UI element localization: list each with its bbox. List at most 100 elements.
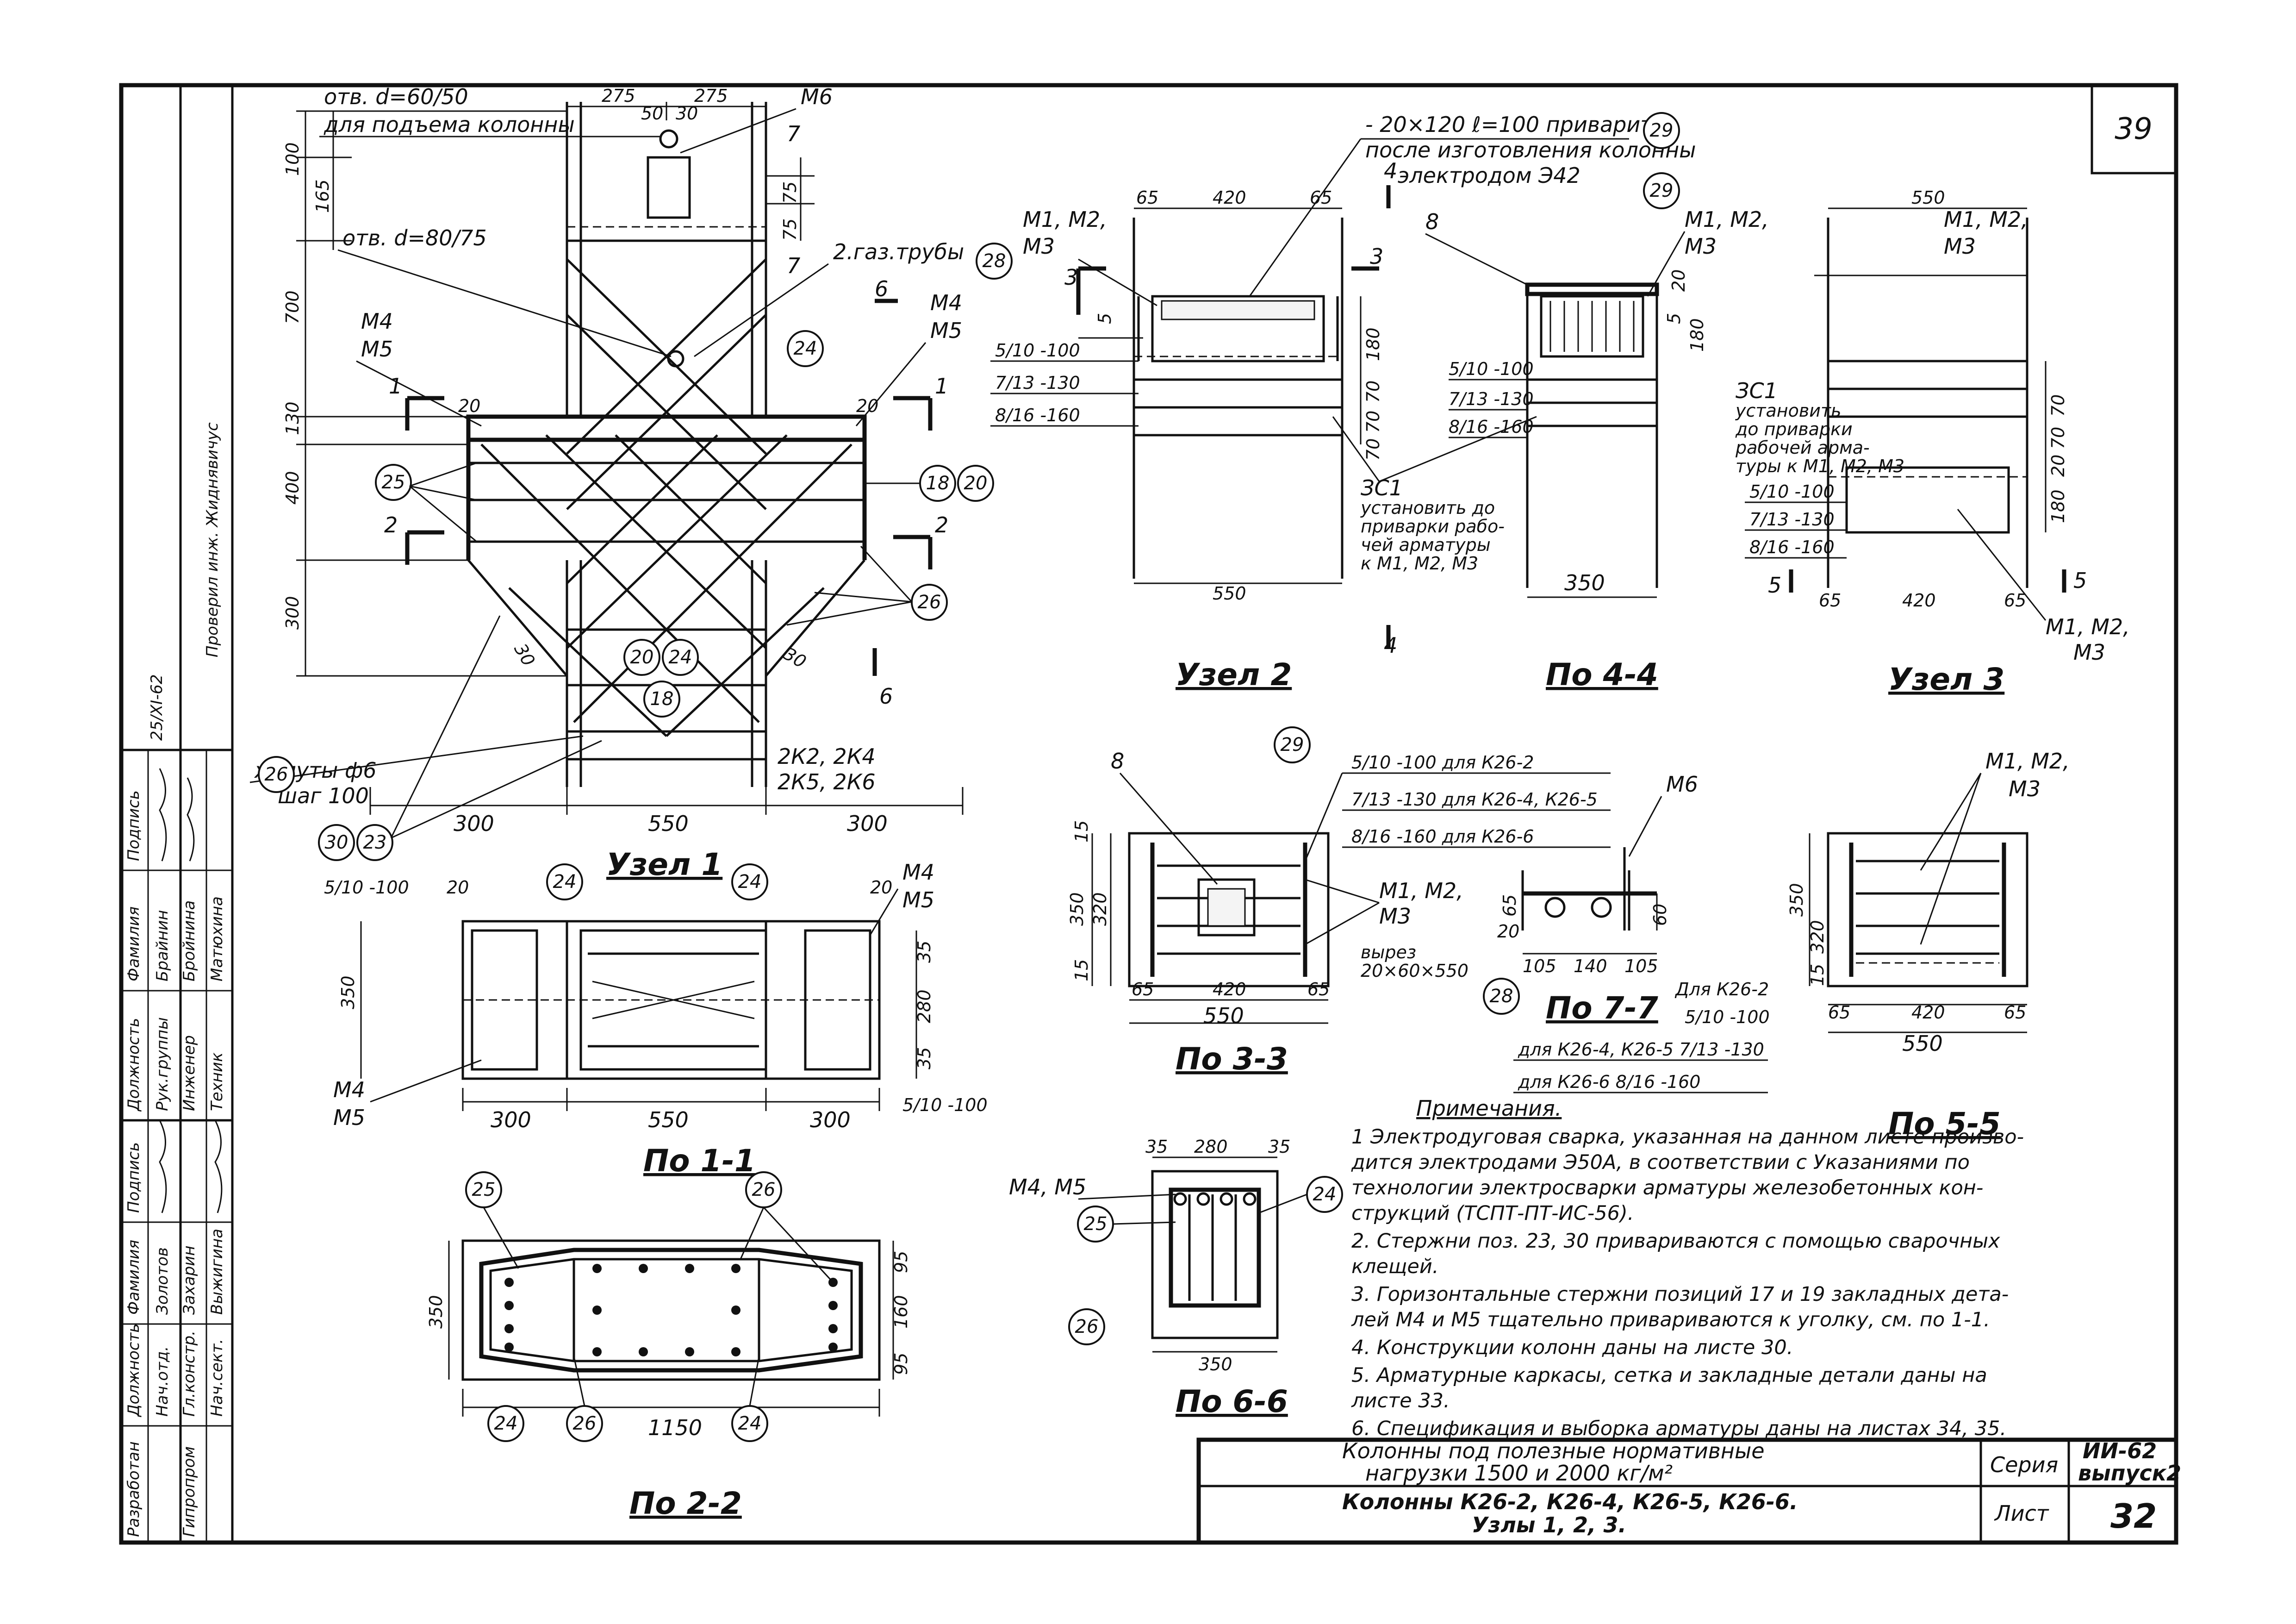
label-weld-1: - 20×120 ℓ=100 приварить xyxy=(1365,112,1665,137)
title-block xyxy=(1196,1437,2178,1545)
label-zs1: ЗС1 xyxy=(1361,475,1403,500)
dim-275: 275 xyxy=(602,86,635,106)
dim-350: 350 xyxy=(338,975,358,1009)
stirrup-100: 5/10 -100 xyxy=(1749,481,1835,502)
dim-320: 320 xyxy=(1090,892,1110,926)
label-8: 8 xyxy=(1425,209,1439,234)
po-5-5-plan xyxy=(1809,832,2028,1033)
section-mark-number: 3 xyxy=(1370,244,1383,269)
stirrup-160: 8/16 -160 xyxy=(1749,537,1835,557)
po-7-7-section xyxy=(1521,847,1658,955)
label-for-k26-2: Для К26-2 xyxy=(1674,979,1769,999)
title-line-1: Колонны под полезные нормативные xyxy=(1342,1438,1765,1463)
label-m3: М3 xyxy=(1685,234,1717,259)
dim-15: 15 xyxy=(1807,964,1828,986)
note-line: 6. Спецификация и выборка арматуры даны … xyxy=(1351,1417,2006,1440)
section-marks xyxy=(405,185,2066,676)
dim-70: 70 xyxy=(2048,427,2068,449)
label-for-k26-2-value: 5/10 -100 xyxy=(1685,1007,1770,1027)
title-line-4: Узлы 1, 2, 3. xyxy=(1472,1512,1626,1537)
stamp-role: Нач.сект. xyxy=(208,1339,226,1417)
po-4-4-section xyxy=(1525,282,1659,598)
callout-bubble: 24 xyxy=(787,330,824,367)
dim-95: 95 xyxy=(891,1353,911,1375)
stamp-role: Рук.группы xyxy=(153,1017,172,1111)
dim-350: 350 xyxy=(426,1295,446,1329)
dim-350: 350 xyxy=(1564,570,1605,595)
dim-300: 300 xyxy=(491,1107,531,1132)
issue-value: выпуск2 xyxy=(2078,1461,2181,1486)
note-line: 2. Стержни поз. 23, 30 привариваются с п… xyxy=(1351,1230,2000,1253)
stamp-side-label: Разработан xyxy=(124,1442,143,1537)
view-title-po-2-2: По 2-2 xyxy=(629,1486,742,1521)
callout-number: 24 xyxy=(494,1413,518,1434)
section-mark-number: 4 xyxy=(1384,158,1397,183)
stamp-surname: Захарин xyxy=(180,1246,199,1315)
callout-number: 28 xyxy=(1490,986,1513,1007)
stamp-role: Техник xyxy=(208,1052,226,1111)
view-title-po-5-5: По 5-5 xyxy=(1888,1106,2001,1142)
dim-180: 180 xyxy=(1687,318,1707,352)
section-mark-number: 3 xyxy=(1064,265,1078,290)
dim-30: 30 xyxy=(676,103,698,124)
callout-bubble: 24 xyxy=(731,863,768,900)
dim-65: 65 xyxy=(1132,979,1154,999)
callout-bubble: 24 xyxy=(1306,1176,1343,1213)
callout-bubble: 29 xyxy=(1274,726,1311,763)
dim-275: 275 xyxy=(694,86,728,106)
signature-scribble xyxy=(187,777,195,862)
dim-280: 280 xyxy=(1194,1137,1228,1157)
note-line: 3. Горизонтальные стержни позиций 17 и 1… xyxy=(1351,1283,2009,1306)
callout-bubble: 28 xyxy=(1483,978,1520,1015)
section-mark-number: 6 xyxy=(879,684,893,709)
callout-number: 26 xyxy=(265,764,288,785)
callout-number: 20 xyxy=(964,473,988,494)
label-m3: М3 xyxy=(1023,234,1055,259)
callout-bubble: 29 xyxy=(1643,112,1680,149)
label-2k2: 2К2, 2К4 xyxy=(778,744,876,769)
dim-70: 70 xyxy=(2048,394,2068,417)
dim-65: 65 xyxy=(1307,979,1330,999)
callout-bubble: 28 xyxy=(976,243,1013,280)
label-zs3-a: установить xyxy=(1735,400,1842,421)
dim-30: 30 xyxy=(510,640,539,670)
note-line: 1 Электродуговая сварка, указанная на да… xyxy=(1351,1125,2024,1149)
dim-420: 420 xyxy=(1213,979,1246,999)
callout-number: 26 xyxy=(752,1179,776,1200)
stamp-surname: Выжигина xyxy=(208,1229,226,1315)
dim-420: 420 xyxy=(1902,590,1936,611)
dim-350: 350 xyxy=(1199,1354,1232,1374)
label-m4: М4 xyxy=(361,309,393,334)
section-mark-number: 7 xyxy=(787,253,800,278)
label-m4: М4 xyxy=(902,860,934,885)
dim-20: 20 xyxy=(458,396,480,416)
dim-65: 65 xyxy=(2004,590,2026,611)
checked-by-text: Проверил инж. Жиднявичус xyxy=(203,422,222,657)
callout-bubble: 26 xyxy=(1068,1308,1105,1345)
view-title-uzel-3: Узел 3 xyxy=(1888,662,2004,697)
callout-number: 26 xyxy=(573,1413,597,1434)
dim-350: 350 xyxy=(1067,892,1087,926)
dim-700: 700 xyxy=(282,290,303,324)
callout-number: 29 xyxy=(1281,734,1304,756)
section-mark-number: 5 xyxy=(1768,573,1781,598)
callout-bubble: 25 xyxy=(1077,1206,1114,1243)
dim-300: 300 xyxy=(847,811,888,836)
uzel-1-elevation xyxy=(466,102,867,787)
callout-number: 29 xyxy=(1650,120,1674,141)
po-2-2-plan xyxy=(448,1239,894,1417)
callout-bubble: 24 xyxy=(546,863,583,900)
label-m5: М5 xyxy=(333,1105,365,1130)
note-line: дится электродами Э50А, в соответствии с… xyxy=(1351,1151,1970,1174)
notes-list: 1 Электродуговая сварка, указанная на да… xyxy=(1351,1125,2024,1440)
label-m5: М5 xyxy=(930,318,962,343)
stamp-side-label: Гипропром xyxy=(180,1446,199,1537)
signature-scribble xyxy=(214,1120,223,1213)
callout-bubble: 20 xyxy=(957,465,994,502)
stamp-surname: Матюхина xyxy=(208,896,226,981)
dim-5: 5 xyxy=(1095,313,1115,324)
view-title-po-3-3: По 3-3 xyxy=(1176,1041,1288,1077)
label-for-k26-45: для К26-4, К26-5 7/13 -130 xyxy=(1518,1039,1764,1060)
label-cutout-size: 20×60×550 xyxy=(1361,961,1468,981)
po-3-3-plan xyxy=(1091,832,1330,1024)
